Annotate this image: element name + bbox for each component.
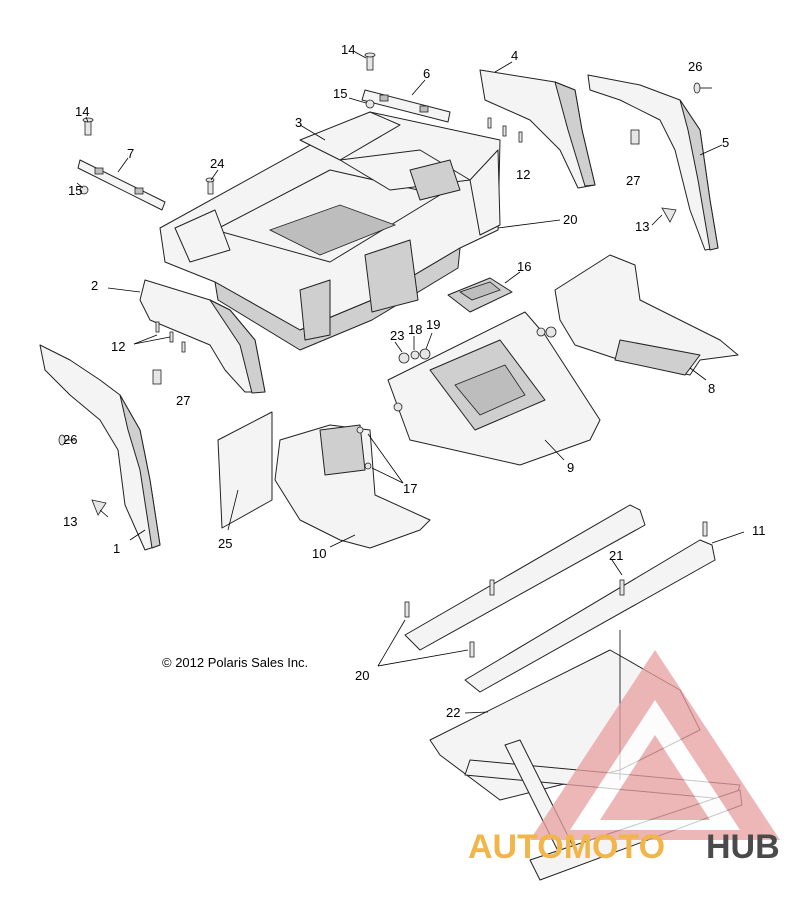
callout-13a: 13 — [635, 219, 649, 234]
part-2-side-panel — [139, 279, 266, 394]
watermark-logo — [530, 650, 780, 840]
callout-21: 21 — [609, 548, 623, 563]
callout-5: 5 — [722, 135, 729, 150]
part-3-cargo-box — [159, 111, 501, 351]
part-11-rails — [404, 504, 716, 693]
copyright-text: © 2012 Polaris Sales Inc. — [162, 655, 308, 670]
watermark-brand-a: AUTOMOTO — [468, 828, 665, 866]
part-5-fender — [587, 74, 719, 251]
callout-15b: 15 — [68, 183, 82, 198]
callout-25: 25 — [218, 536, 232, 551]
callout-27b: 27 — [176, 393, 190, 408]
callout-24: 24 — [210, 156, 224, 171]
part-1-fender — [39, 344, 161, 551]
part-4-side-panel — [479, 69, 596, 189]
callout-12b: 12 — [111, 339, 125, 354]
part-7-bracket — [77, 159, 166, 211]
callout-12a: 12 — [516, 167, 530, 182]
callout-13b: 13 — [63, 514, 77, 529]
callout-20a: 20 — [563, 212, 577, 227]
part-25-decal — [217, 411, 273, 529]
part-8-floor-panel — [554, 254, 739, 376]
callout-7: 7 — [127, 146, 134, 161]
callout-14a: 14 — [341, 42, 355, 57]
callout-11: 11 — [752, 523, 766, 538]
callout-8: 8 — [708, 381, 715, 396]
callout-19: 19 — [426, 317, 440, 332]
callout-1: 1 — [113, 541, 120, 556]
callout-26a: 26 — [688, 59, 702, 74]
callout-20b: 20 — [355, 668, 369, 683]
callout-14b: 14 — [75, 104, 89, 119]
callout-16: 16 — [517, 259, 531, 274]
callout-9: 9 — [567, 460, 574, 475]
hardware-fasteners — [58, 52, 712, 658]
callout-27a: 27 — [626, 173, 640, 188]
callout-4: 4 — [511, 48, 518, 63]
callout-18: 18 — [408, 322, 422, 337]
callout-23: 23 — [390, 328, 404, 343]
callout-10: 10 — [312, 546, 326, 561]
callout-26b: 26 — [63, 432, 77, 447]
part-6-bracket — [361, 89, 451, 123]
callout-6: 6 — [423, 66, 430, 81]
callout-3: 3 — [295, 115, 302, 130]
callout-22: 22 — [446, 705, 460, 720]
callout-2: 2 — [91, 278, 98, 293]
part-16-cap — [447, 277, 513, 313]
part-9-floor-tray — [387, 311, 601, 466]
callout-labels: 1 2 3 4 5 6 7 8 9 10 11 12 12 13 13 14 1… — [63, 42, 766, 720]
callout-17: 17 — [403, 481, 417, 496]
callout-15a: 15 — [333, 86, 347, 101]
watermark-brand-b: HUB — [706, 828, 780, 866]
part-10-floor-panel — [274, 424, 431, 549]
